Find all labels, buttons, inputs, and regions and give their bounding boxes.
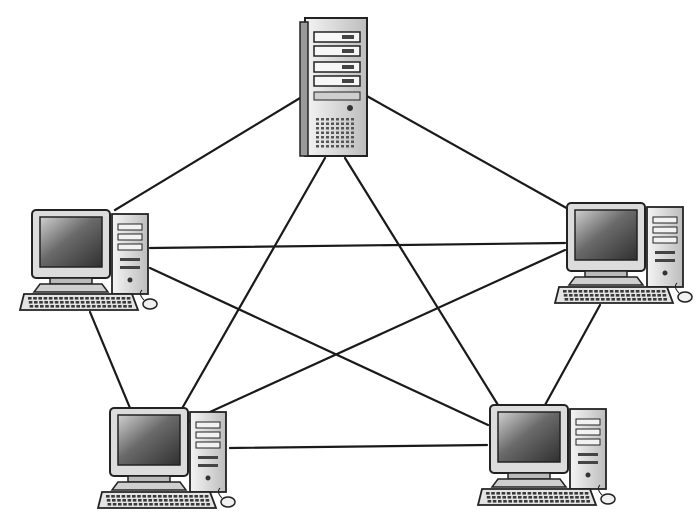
link-server-to-pc-bottom-right <box>343 156 500 407</box>
link-pc-bottom-left-to-pc-bottom-right <box>228 443 489 450</box>
link-server-to-pc-right <box>363 93 572 212</box>
desktop-computer-icon <box>476 404 616 506</box>
link-pc-right-to-pc-bottom-left <box>186 248 567 424</box>
link-pc-left-to-pc-bottom-right <box>148 266 490 427</box>
desktop-computer-icon <box>18 209 158 311</box>
connection-lines <box>88 93 602 450</box>
server-tower-icon <box>299 17 368 157</box>
desktop-computer-icon <box>96 407 236 509</box>
link-server-to-pc-left <box>113 93 307 212</box>
desktop-computer-icon <box>553 202 693 304</box>
link-pc-left-to-pc-bottom-left <box>88 310 132 410</box>
link-pc-left-to-pc-right <box>148 241 567 250</box>
link-pc-right-to-pc-bottom-right <box>543 303 602 407</box>
network-nodes <box>18 17 693 509</box>
link-server-to-pc-bottom-left <box>178 156 327 414</box>
